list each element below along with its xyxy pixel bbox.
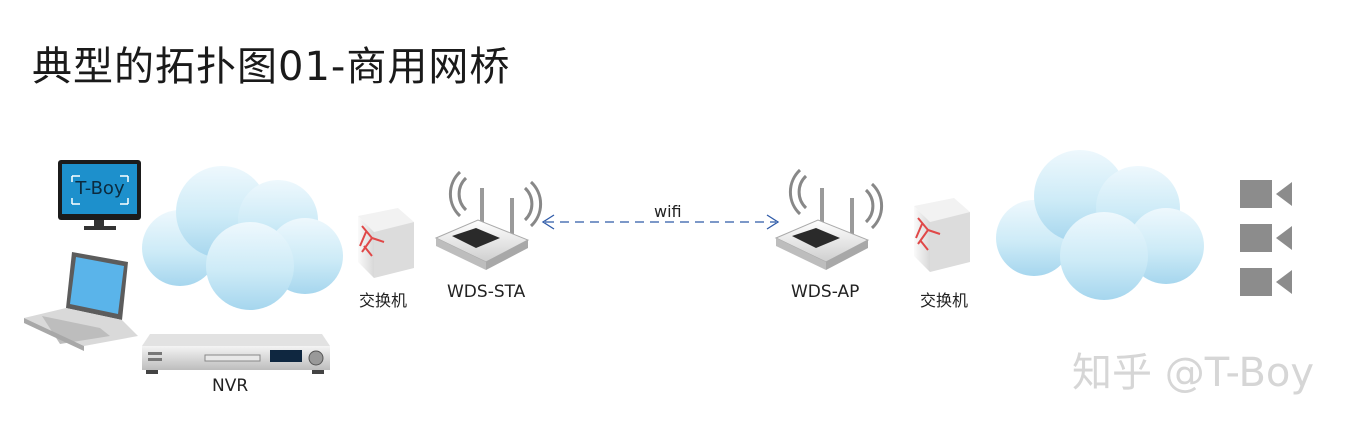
cloud-left-icon (142, 166, 343, 310)
camera-icon-3 (1240, 268, 1292, 296)
watermark: 知乎 @T-Boy (1072, 350, 1315, 396)
wifi-link (541, 214, 780, 230)
monitor-icon: T-Boy (58, 160, 141, 230)
wifi-link-label: wifi (654, 202, 682, 221)
router-sta-icon (434, 170, 543, 270)
nvr-label: NVR (212, 376, 249, 396)
switch-left-label: 交换机 (359, 291, 408, 310)
nvr-icon (142, 334, 330, 374)
wds-sta-label: WDS-STA (447, 282, 526, 302)
wds-ap-label: WDS-AP (791, 282, 860, 302)
cloud-right-icon (996, 150, 1204, 300)
router-ap-icon (774, 168, 884, 270)
switch-left-icon (358, 208, 414, 278)
switch-right-label: 交换机 (920, 291, 969, 310)
switch-right-icon (914, 198, 970, 272)
monitor-screen-text: T-Boy (74, 178, 125, 199)
laptop-icon (24, 252, 138, 351)
page-title: 典型的拓扑图01-商用网桥 (32, 44, 511, 90)
camera-icon-2 (1240, 224, 1292, 252)
camera-icon-1 (1240, 180, 1292, 208)
